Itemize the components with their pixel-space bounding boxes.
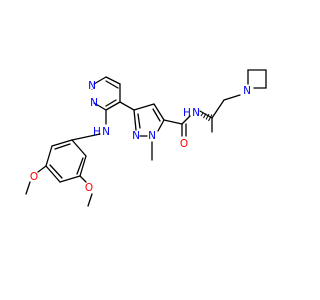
bond bbox=[79, 175, 87, 183]
bond bbox=[152, 108, 161, 122]
atom-o-carbonyl: O bbox=[180, 138, 188, 150]
chemical-structure: N N N H N N O N H N O O bbox=[25, 69, 267, 207]
bond bbox=[59, 175, 81, 183]
bond bbox=[133, 109, 137, 131]
bond bbox=[181, 115, 191, 125]
atom-h-amide: H bbox=[183, 107, 191, 119]
atom-o-methoxy-left: O bbox=[30, 171, 38, 183]
bond bbox=[211, 99, 225, 119]
bond bbox=[51, 139, 73, 147]
atom-n-pyrazole-2: N bbox=[132, 130, 140, 142]
atom-n-azetidine: N bbox=[243, 85, 251, 97]
bond bbox=[45, 145, 53, 167]
bond bbox=[45, 165, 61, 183]
bond bbox=[137, 113, 141, 129]
atom-n-amide: N bbox=[192, 107, 200, 119]
bond bbox=[87, 193, 93, 207]
bond bbox=[105, 101, 121, 111]
bond bbox=[93, 102, 107, 111]
bond bbox=[157, 119, 165, 132]
atom-n-pyrimidine-left: N bbox=[90, 97, 98, 109]
bond bbox=[223, 94, 241, 101]
bond bbox=[153, 103, 165, 121]
bond bbox=[49, 164, 63, 179]
atom-o-methoxy-right: O bbox=[85, 182, 93, 194]
bond bbox=[105, 80, 119, 89]
atom-n-amine: N bbox=[102, 126, 110, 138]
bond bbox=[76, 157, 84, 175]
stereo-hash-bond bbox=[200, 112, 213, 122]
atom-labels: N N N H N N O N H N O O bbox=[30, 80, 251, 194]
bond bbox=[105, 76, 121, 85]
bond bbox=[93, 76, 107, 85]
bond bbox=[79, 155, 87, 177]
bond bbox=[71, 139, 87, 157]
atom-h-amine: H bbox=[93, 126, 101, 138]
atom-n-pyrazole-1: N bbox=[148, 130, 156, 142]
bond bbox=[133, 103, 155, 111]
bond bbox=[105, 99, 117, 107]
bond bbox=[25, 181, 31, 195]
atom-n-pyrimidine-top: N bbox=[88, 80, 96, 92]
bonds bbox=[25, 69, 267, 207]
bond bbox=[119, 101, 135, 111]
bond bbox=[54, 143, 71, 150]
bond bbox=[37, 165, 47, 173]
bond bbox=[163, 119, 183, 125]
bond bbox=[71, 133, 101, 141]
